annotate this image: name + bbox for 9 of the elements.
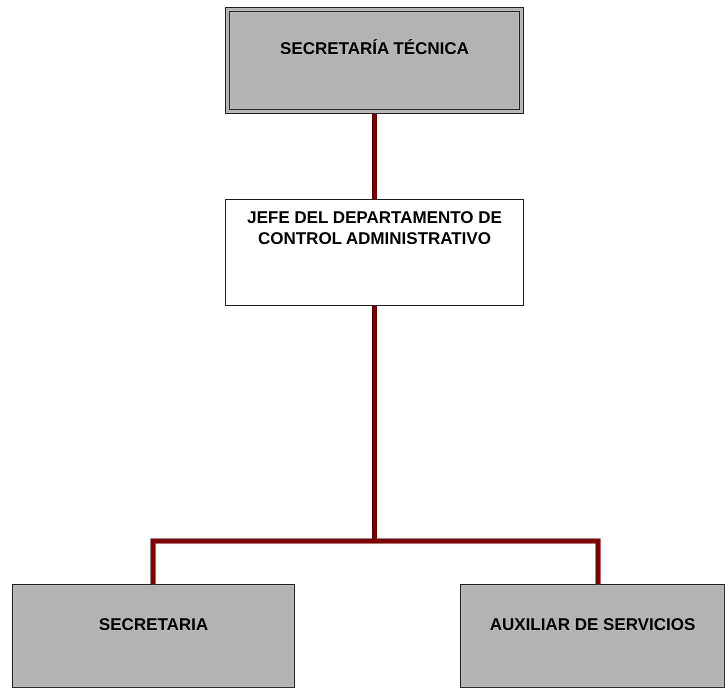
org-box [225,199,524,306]
org-box [12,584,295,688]
box-label: JEFE DEL DEPARTAMENTO DE CONTROL ADMINISTRATIVO [246,207,503,249]
box-label: AUXILIAR DE SERVICIOS [488,614,696,635]
box-label: SECRETARÍA TÉCNICA [279,38,470,59]
connector-line [372,114,377,199]
org-box [225,7,524,114]
box-label: SECRETARIA [98,614,210,635]
org-box [460,584,725,688]
